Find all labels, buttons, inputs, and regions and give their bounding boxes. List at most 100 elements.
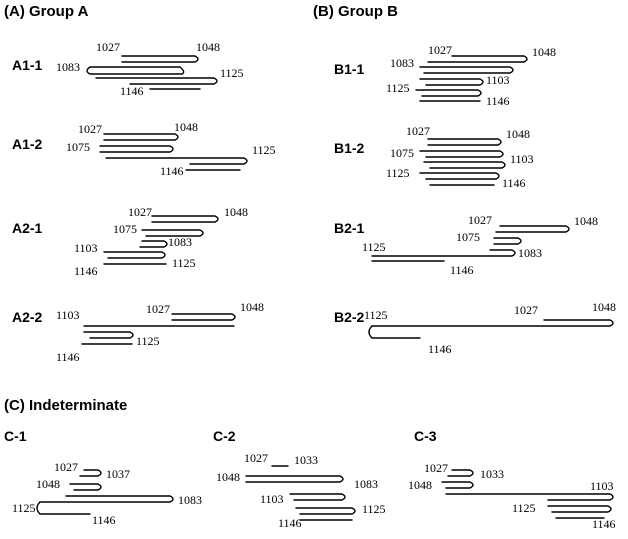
hairpin-lines: [419, 138, 506, 186]
hairpin-lines: [415, 55, 528, 102]
structure-a1-1: 1027 1048 1083 1125 1146: [56, 40, 244, 98]
panel-a2-1: A2-1: [12, 220, 43, 236]
position-label: 1048: [506, 127, 530, 141]
position-label: 1048: [574, 214, 598, 228]
structure-b2-2: 1125 1027 1048 1146: [364, 300, 616, 356]
position-label: 1083: [354, 477, 378, 491]
structure-c-2: 1027 1033 1048 1083 1103 1125 1146: [216, 451, 386, 530]
structure-b1-2: 1027 1048 1075 1103 1125 1146: [386, 124, 534, 190]
position-label: 1103: [260, 492, 284, 506]
position-label: 1048: [174, 120, 198, 134]
position-label: 1048: [196, 40, 220, 54]
position-label: 1027: [468, 213, 492, 227]
position-label: 1146: [92, 513, 116, 527]
position-label: 1033: [294, 453, 318, 467]
hairpin-lines: [81, 313, 236, 345]
hairpin-lines: [103, 215, 219, 265]
position-label: 1125: [386, 81, 410, 95]
panel-c-1: C-1: [4, 428, 27, 444]
position-label: 1125: [12, 501, 36, 515]
position-label: 1146: [502, 176, 526, 190]
position-label: 1146: [278, 516, 302, 530]
position-label: 1146: [120, 84, 144, 98]
position-label: 1125: [252, 143, 276, 157]
structure-b2-1: 1027 1048 1075 1125 1083 1146: [362, 213, 598, 277]
hairpin-lines: [371, 225, 570, 262]
hairpin-lines: [245, 465, 356, 521]
panel-a1-1: A1-1: [12, 57, 43, 73]
panel-b2-2: B2-2: [334, 309, 365, 325]
position-label: 1075: [66, 140, 90, 154]
panel-a1-2: A1-2: [12, 136, 43, 152]
panel-c-2: C-2: [213, 428, 236, 444]
position-label: 1048: [216, 470, 240, 484]
position-label: 1125: [386, 166, 410, 180]
position-label: 1048: [592, 300, 616, 314]
position-label: 1083: [390, 56, 414, 70]
structure-a2-1: 1027 1048 1075 1083 1103 1125 1146: [74, 205, 248, 278]
position-label: 1027: [146, 302, 170, 316]
hairpin-lines: [368, 319, 614, 339]
position-label: 1027: [244, 451, 268, 465]
hairpin-lines: [99, 133, 248, 171]
position-label: 1125: [362, 502, 386, 516]
position-label: 1027: [54, 460, 78, 474]
section-b-title: (B) Group B: [313, 3, 398, 20]
position-label: 1125: [172, 256, 196, 270]
position-label: 1048: [532, 45, 556, 59]
position-label: 1103: [56, 308, 80, 322]
position-label: 1103: [590, 479, 614, 493]
position-label: 1146: [486, 94, 510, 108]
position-label: 1075: [113, 222, 137, 236]
panel-b1-2: B1-2: [334, 140, 365, 156]
position-label: 1027: [128, 205, 152, 219]
position-label: 1027: [428, 43, 452, 57]
hairpin-lines: [36, 469, 174, 515]
structure-a2-2: 1103 1027 1048 1125 1146: [56, 300, 264, 364]
structure-b1-1: 1027 1048 1083 1103 1125 1146: [386, 43, 556, 108]
position-label: 1083: [178, 493, 202, 507]
position-label: 1125: [220, 66, 244, 80]
position-label: 1037: [106, 467, 130, 481]
position-label: 1075: [390, 146, 414, 160]
position-label: 1103: [74, 241, 98, 255]
position-label: 1027: [406, 124, 430, 138]
position-label: 1027: [78, 122, 102, 136]
section-c-title: (C) Indeterminate: [4, 397, 127, 414]
position-label: 1027: [424, 461, 448, 475]
panel-a2-2: A2-2: [12, 309, 43, 325]
position-label: 1125: [136, 334, 160, 348]
section-a-title: (A) Group A: [4, 3, 89, 20]
position-label: 1125: [512, 501, 536, 515]
position-label: 1146: [428, 342, 452, 356]
position-label: 1083: [168, 235, 192, 249]
hairpin-lines: [86, 55, 218, 90]
structure-c-3: 1027 1033 1048 1103 1125 1146: [408, 461, 616, 531]
position-label: 1048: [240, 300, 264, 314]
panel-c-3: C-3: [414, 428, 437, 444]
position-label: 1125: [364, 308, 388, 322]
hairpin-lines: [441, 469, 614, 519]
position-label: 1103: [510, 152, 534, 166]
position-label: 1125: [362, 240, 386, 254]
position-label: 1027: [514, 303, 538, 317]
position-label: 1146: [74, 264, 98, 278]
position-label: 1048: [224, 205, 248, 219]
position-label: 1103: [486, 73, 510, 87]
position-label: 1048: [36, 477, 60, 491]
position-label: 1027: [96, 40, 120, 54]
position-label: 1083: [56, 60, 80, 74]
position-label: 1075: [456, 230, 480, 244]
position-label: 1146: [592, 517, 616, 531]
position-label: 1083: [518, 246, 542, 260]
position-label: 1146: [160, 164, 184, 178]
position-label: 1048: [408, 478, 432, 492]
position-label: 1146: [56, 350, 80, 364]
panel-b2-1: B2-1: [334, 220, 365, 236]
structure-a1-2: 1027 1048 1075 1125 1146: [66, 120, 276, 178]
panel-b1-1: B1-1: [334, 61, 365, 77]
structure-c-1: 1027 1037 1048 1083 1125 1146: [12, 460, 202, 527]
position-label: 1033: [480, 467, 504, 481]
position-label: 1146: [450, 263, 474, 277]
